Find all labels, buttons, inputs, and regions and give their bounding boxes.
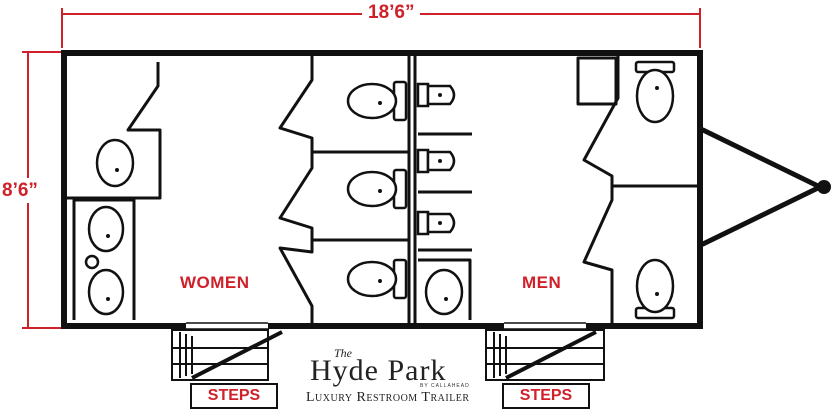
hitch-arm-bottom: [700, 184, 823, 247]
women-toilet-3: [346, 258, 408, 300]
men-toilet-2: [634, 258, 676, 320]
men-sink: [424, 268, 464, 316]
women-toilets: [346, 80, 408, 300]
right-steps-label: STEPS: [502, 383, 590, 409]
women-room-label: WOMEN: [180, 273, 250, 292]
left-steps: [171, 329, 283, 381]
women-stall-2-partition: [278, 152, 409, 242]
urinal-2: [416, 148, 456, 174]
hitch-arm-top: [700, 127, 823, 190]
women-stall-3-partition: [278, 240, 314, 323]
women-sink-counter-2: [87, 268, 125, 316]
men-stall-2-partition: [582, 186, 614, 323]
women-counter: [74, 198, 136, 320]
women-sink-counter-1: [87, 205, 125, 253]
women-stall-1-partition: [278, 56, 409, 154]
women-soap-dispenser: [84, 254, 100, 270]
women-interior: [67, 56, 409, 323]
women-sink-standalone: [95, 138, 135, 188]
women-toilet-1: [346, 80, 408, 122]
width-dimension-label: 18’6”: [362, 3, 421, 22]
trailer-hitch: [700, 127, 831, 247]
women-toilet-2: [346, 168, 408, 210]
left-steps-label: STEPS: [190, 383, 278, 409]
men-toilets: [634, 60, 676, 320]
urinal-3: [416, 210, 456, 236]
men-sink-vanity: [418, 258, 472, 320]
men-toilet-1: [634, 60, 676, 124]
men-room-label: MEN: [522, 273, 562, 292]
women-vanity-partition: [67, 62, 162, 200]
right-step-3: [485, 363, 605, 381]
hitch-ball: [817, 180, 831, 194]
outer-wall: [61, 50, 703, 329]
height-dimension-label: 8’6”: [2, 178, 38, 203]
brand-byline: BY CALLAHEAD: [420, 383, 470, 389]
men-stall-1-partition: [582, 56, 697, 188]
men-urinals: [416, 82, 456, 236]
brand-the: The: [334, 346, 352, 360]
brand-name: Hyde Park: [310, 354, 447, 387]
urinal-1: [416, 82, 456, 108]
men-interior: [418, 56, 697, 323]
women-sinks: [84, 138, 135, 316]
brand-tagline: Luxury Restroom Trailer: [306, 390, 470, 405]
right-steps: [485, 329, 605, 381]
men-cabinet: [576, 56, 618, 106]
